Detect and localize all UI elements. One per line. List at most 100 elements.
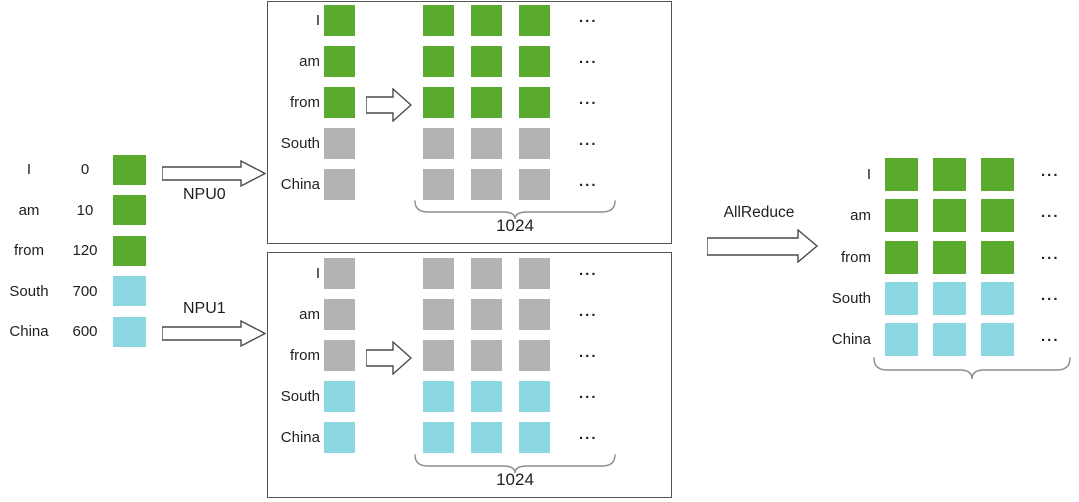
embedding-cell: [981, 323, 1014, 357]
word-label: South: [280, 388, 320, 405]
ellipsis: ...: [1041, 328, 1060, 346]
allreduce-label: AllReduce: [723, 204, 795, 221]
embedding-cell: [471, 46, 502, 77]
embedding-cell: [471, 299, 502, 330]
npu1-panel: I...am...from...South...China... 1024: [267, 252, 672, 498]
word-label: from: [290, 94, 320, 111]
embedding-cell: [981, 282, 1014, 316]
panel-row: China...: [268, 164, 598, 205]
embedding-cell: [324, 169, 355, 200]
index-value: 120: [72, 242, 98, 260]
embedding-cell: [519, 87, 550, 118]
embedding-cell: [885, 199, 918, 233]
panel-row: am...: [268, 41, 598, 82]
embedding-vector: [423, 422, 550, 453]
npu0-expand-arrow: [366, 88, 412, 122]
embedding-cell: [324, 87, 355, 118]
ellipsis: ...: [1041, 245, 1060, 263]
ellipsis: ...: [579, 262, 598, 279]
embedding-vector: [423, 46, 550, 77]
result-dim-brace: [873, 357, 1071, 380]
word-label: I: [866, 166, 871, 184]
ellipsis: ...: [579, 132, 598, 149]
embedding-cell: [885, 323, 918, 357]
embedding-cell: [324, 5, 355, 36]
panel-row: from...: [268, 335, 598, 376]
embedding-cell: [113, 195, 146, 226]
input-table-row: China 600: [0, 312, 146, 353]
embedding-cell: [113, 154, 146, 185]
allreduce-arrow: [707, 229, 819, 263]
word-label: South: [9, 282, 49, 300]
embedding-cell: [423, 258, 454, 289]
ellipsis: ...: [579, 303, 598, 320]
embedding-cell: [423, 5, 454, 36]
embedding-cell: [519, 381, 550, 412]
embedding-cell: [423, 381, 454, 412]
embedding-cell: [324, 381, 355, 412]
ellipsis: ...: [579, 91, 598, 108]
index-value: 0: [80, 161, 90, 179]
input-table-row: from 120: [0, 231, 146, 272]
embedding-cell: [471, 87, 502, 118]
embedding-cell: [324, 128, 355, 159]
embedding-vector: [885, 240, 1014, 274]
index-value: 600: [72, 323, 98, 341]
result-table-row: am...: [800, 195, 1060, 236]
embedding-cell: [423, 299, 454, 330]
npu1-dim-label: 1024: [496, 470, 534, 489]
embedding-cell: [471, 422, 502, 453]
npu1-embedding-rows: I...am...from...South...China...: [268, 253, 598, 458]
embedding-cell: [113, 235, 146, 266]
embedding-vector: [885, 282, 1014, 316]
embedding-cell: [519, 299, 550, 330]
embedding-cell: [981, 158, 1014, 192]
word-label: from: [290, 347, 320, 364]
word-label: I: [26, 161, 32, 179]
embedding-vector: [885, 323, 1014, 357]
word-label: from: [14, 242, 44, 260]
ellipsis: ...: [579, 9, 598, 26]
embedding-cell: [471, 340, 502, 371]
embedding-cell: [933, 199, 966, 233]
word-label: am: [18, 201, 40, 219]
npu0-dim-brace: [414, 200, 616, 220]
result-table-row: China...: [800, 319, 1060, 360]
panel-row: I...: [268, 0, 598, 41]
embedding-cell: [471, 128, 502, 159]
embedding-cell: [933, 240, 966, 274]
word-label: I: [315, 12, 320, 29]
word-label: China: [9, 323, 49, 341]
result-table-row: from...: [800, 237, 1060, 278]
word-label: am: [299, 306, 320, 323]
embedding-vector: [885, 199, 1014, 233]
embedding-vector: [423, 5, 550, 36]
panel-row: South...: [268, 123, 598, 164]
npu0-embedding-rows: I...am...from...South...China...: [268, 0, 598, 205]
embedding-cell: [519, 258, 550, 289]
embedding-cell: [113, 276, 146, 307]
embedding-cell: [423, 87, 454, 118]
embedding-cell: [933, 323, 966, 357]
result-table-row: South...: [800, 278, 1060, 319]
ellipsis: ...: [579, 173, 598, 190]
panel-row: am...: [268, 294, 598, 335]
embedding-cell: [471, 169, 502, 200]
embedding-cell: [471, 258, 502, 289]
npu0-arrow: [162, 160, 266, 188]
npu1-label: NPU1: [183, 300, 226, 317]
embedding-cell: [981, 240, 1014, 274]
embedding-cell: [519, 169, 550, 200]
index-value: 10: [76, 201, 94, 219]
embedding-cell: [423, 46, 454, 77]
embedding-vector: [423, 258, 550, 289]
embedding-cell: [981, 199, 1014, 233]
panel-row: from...: [268, 82, 598, 123]
npu0-label: NPU0: [183, 186, 226, 203]
word-label: China: [280, 176, 320, 193]
embedding-vector: [423, 128, 550, 159]
ellipsis: ...: [1041, 163, 1060, 181]
ellipsis: ...: [579, 385, 598, 402]
